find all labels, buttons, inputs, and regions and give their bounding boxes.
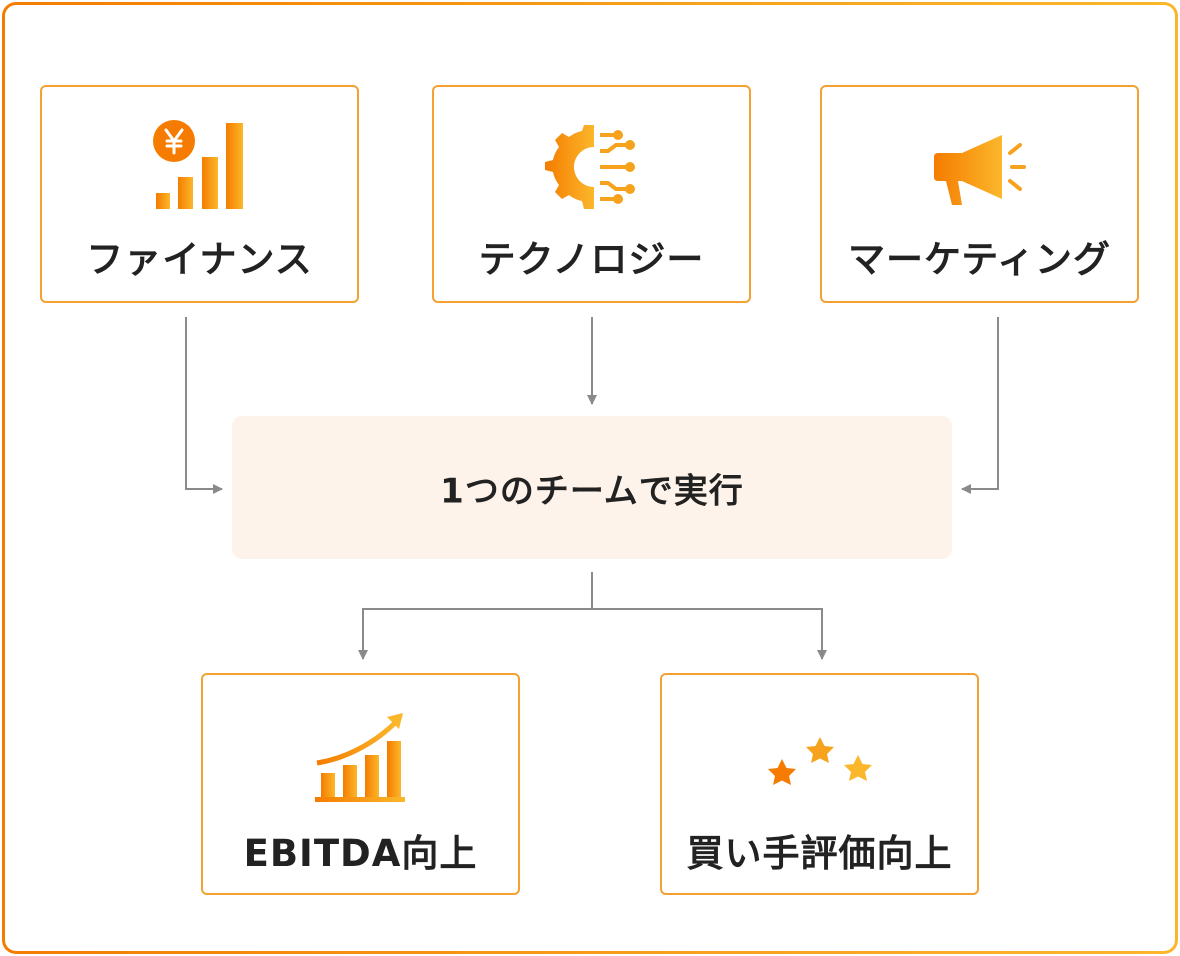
three-stars-icon xyxy=(767,737,872,785)
technology-box: テクノロジー xyxy=(432,85,751,303)
buyer-valuation-box: 買い手評価向上 xyxy=(660,673,979,895)
growth-chart-arrow-icon xyxy=(314,713,405,802)
ebitda-box: EBITDA向上 xyxy=(201,673,520,895)
marketing-box: マーケティング xyxy=(820,85,1139,303)
technology-label: テクノロジー xyxy=(478,238,705,281)
ebitda-label: EBITDA向上 xyxy=(243,832,478,875)
yen-bar-chart-icon xyxy=(152,120,243,209)
center-label: 1つのチームで実行 xyxy=(440,471,744,511)
marketing-label: マーケティング xyxy=(847,238,1112,281)
center-box: 1つのチームで実行 xyxy=(232,416,952,559)
buyer-valuation-label: 買い手評価向上 xyxy=(686,832,953,875)
gear-circuit-icon xyxy=(544,125,635,209)
megaphone-icon xyxy=(933,135,1026,205)
finance-box: ファイナンス xyxy=(40,85,359,303)
finance-label: ファイナンス xyxy=(86,238,313,281)
